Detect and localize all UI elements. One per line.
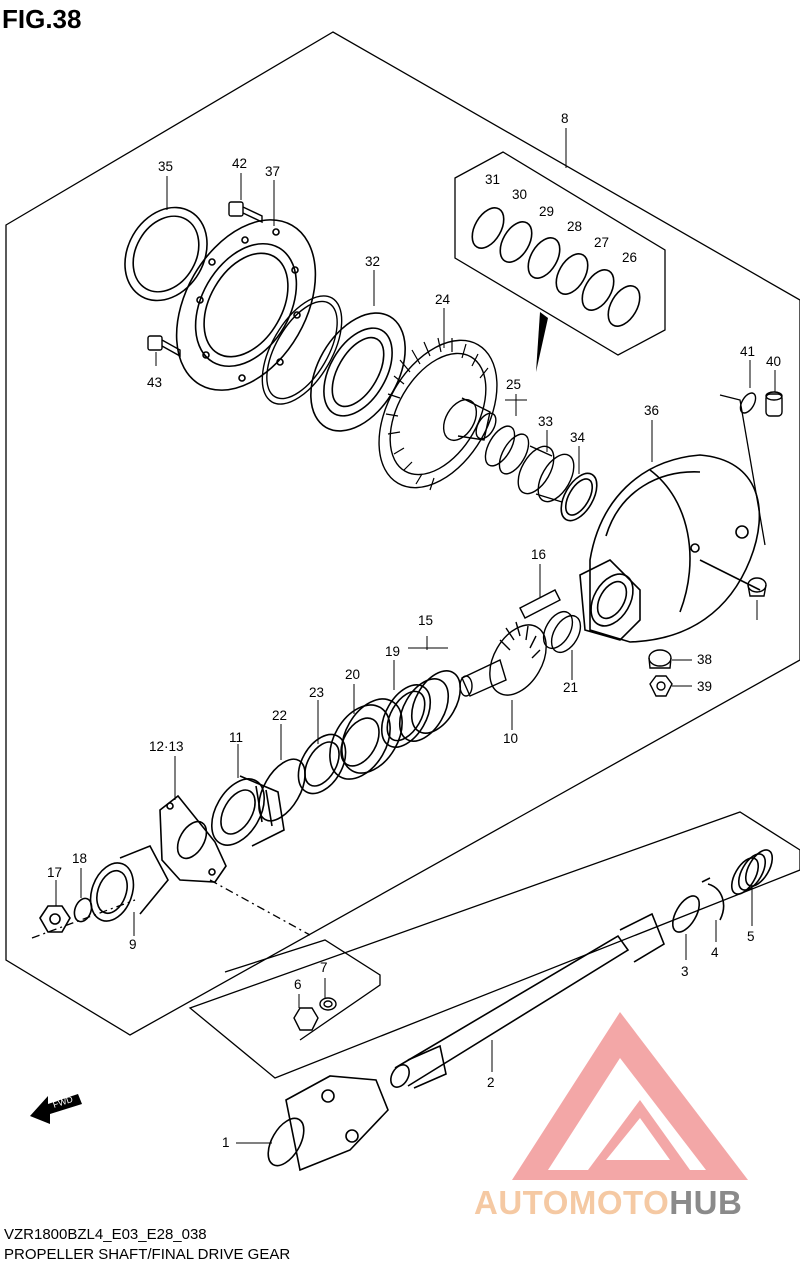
seal-kit-rings xyxy=(471,207,641,327)
callout-9: 9 xyxy=(129,937,137,952)
callout-23: 24 xyxy=(435,292,451,307)
callout-6: 6 xyxy=(294,977,302,992)
bearing-nut-11 xyxy=(210,775,285,847)
seal-kit-frame xyxy=(454,151,666,356)
figure-name: PROPELLER SHAFT/FINAL DRIVE GEAR xyxy=(4,1246,291,1263)
callout-35: 36 xyxy=(644,403,660,418)
callout-17: 18 xyxy=(72,851,88,866)
breather-43 xyxy=(747,577,767,597)
ring-gear-23 xyxy=(378,337,498,491)
callout-25: 26 xyxy=(622,250,638,265)
callout-37: 38 xyxy=(697,652,713,667)
model-code: VZR1800BZL4_E03_E28_038 xyxy=(4,1226,207,1243)
watermark-brand-part2: HUB xyxy=(669,1184,743,1221)
shim-24 xyxy=(484,425,530,475)
dash-line-2 xyxy=(209,879,311,936)
watermark-brand: AUTOMOTOHUB xyxy=(474,1184,742,1222)
bearing-19 xyxy=(329,698,403,780)
callout-21: 22 xyxy=(272,708,288,723)
callout-14: 15 xyxy=(418,613,434,628)
callout-20: 21 xyxy=(563,680,579,695)
oil-seal-22 xyxy=(297,733,347,795)
dash-line-3 xyxy=(719,394,766,546)
bearing-20 xyxy=(542,610,582,654)
callout-28: 29 xyxy=(539,204,555,219)
arrow-wedge xyxy=(536,312,548,372)
leader-lines xyxy=(55,128,776,1144)
callout-31: 32 xyxy=(365,254,381,269)
callout-22: 23 xyxy=(309,685,325,700)
callout-1: 1 xyxy=(222,1135,230,1150)
callout-30: 31 xyxy=(485,172,501,187)
callout-16: 17 xyxy=(47,865,63,880)
callout-5: 5 xyxy=(747,929,755,944)
callout-7: 7 xyxy=(320,960,328,975)
callout-36: 37 xyxy=(265,164,281,179)
callout-12-13: 12·13 xyxy=(149,739,184,754)
assembly-frame xyxy=(5,31,800,1036)
watermark-brand-part1: AUTOMOTO xyxy=(474,1184,670,1221)
callout-18: 19 xyxy=(385,644,401,659)
bolt-42 xyxy=(147,335,181,358)
circlip-4 xyxy=(701,877,725,921)
watermark-logo xyxy=(512,1012,748,1180)
callout-39: 40 xyxy=(766,354,782,369)
washer-17 xyxy=(73,897,93,923)
final-gear-case-35 xyxy=(579,454,761,643)
stopper-ring-3 xyxy=(671,895,701,933)
bushing-9 xyxy=(89,844,169,922)
callout-11: 11 xyxy=(229,730,244,745)
callout-3: 3 xyxy=(681,964,689,979)
bolt-41 xyxy=(228,201,263,224)
oil-seal-34 xyxy=(124,206,208,302)
callout-34: 35 xyxy=(158,159,174,174)
callout-10: 10 xyxy=(503,731,519,746)
fwd-arrow-icon: FWD xyxy=(30,1094,82,1124)
figure-title: FIG.38 xyxy=(2,4,82,34)
callout-8: 8 xyxy=(561,111,569,126)
callout-29: 30 xyxy=(512,187,528,202)
nut-16 xyxy=(39,905,71,933)
callout-40: 41 xyxy=(740,344,756,359)
callout-38: 39 xyxy=(697,679,713,694)
shaft-frame xyxy=(188,811,800,1079)
callout-26: 27 xyxy=(594,235,610,250)
callout-32: 33 xyxy=(538,414,554,429)
nut-37 xyxy=(648,649,672,669)
circlip-21 xyxy=(258,758,306,822)
bearing-31 xyxy=(310,312,406,432)
callout-4: 4 xyxy=(711,945,719,960)
drain-plug-39 xyxy=(739,391,783,417)
stud-15 xyxy=(519,589,561,619)
bearing-plate-36 xyxy=(175,219,317,391)
callout-2: 2 xyxy=(487,1075,495,1090)
callout-15: 16 xyxy=(531,547,547,562)
oil-seal-33 xyxy=(560,472,598,522)
propeller-shaft-2 xyxy=(390,912,665,1089)
universal-joint-1 xyxy=(267,1075,389,1172)
bolt-6 xyxy=(293,1007,319,1031)
callout-42: 43 xyxy=(147,375,163,390)
callout-27: 28 xyxy=(567,219,583,234)
spring-5 xyxy=(730,849,774,895)
nut-38 xyxy=(649,675,673,697)
callout-19: 20 xyxy=(345,667,361,682)
gasket-12-13 xyxy=(159,794,227,883)
washer-7 xyxy=(319,997,337,1011)
pinion-gear-10 xyxy=(459,621,547,697)
callout-33: 34 xyxy=(570,430,586,445)
o-ring-36b xyxy=(261,295,343,405)
callout-41: 42 xyxy=(232,156,248,171)
bolt-frame xyxy=(224,939,381,1041)
callout-24: 25 xyxy=(506,377,522,392)
shim-18 xyxy=(380,684,432,748)
needle-bearing-32 xyxy=(517,445,575,503)
